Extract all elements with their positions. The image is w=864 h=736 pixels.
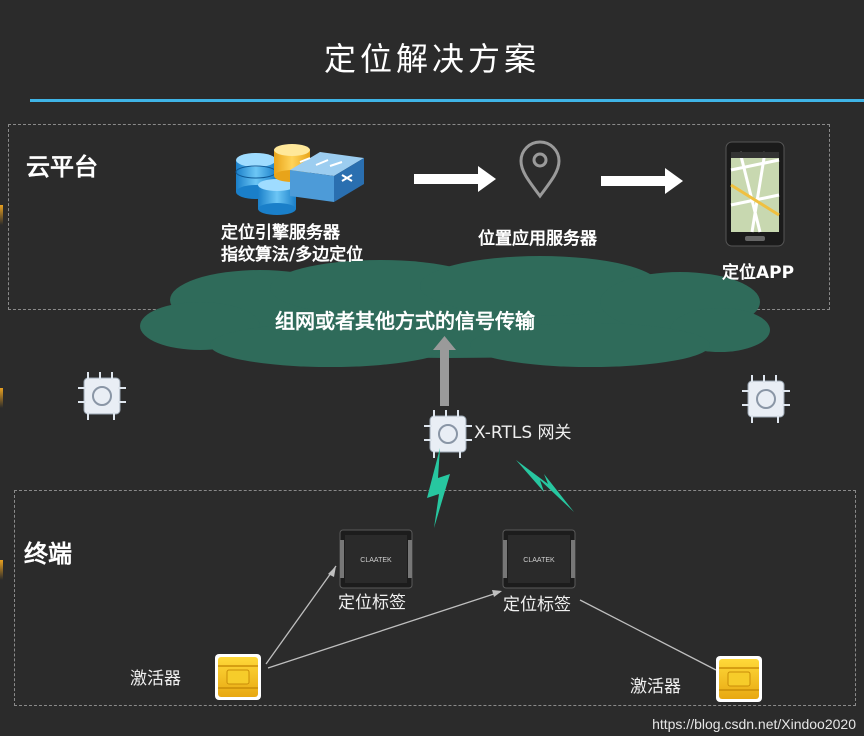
app-server-label: 位置应用服务器: [478, 229, 597, 249]
flow-arrow-icon: [601, 168, 683, 194]
activator-label: 激活器: [130, 669, 181, 689]
network-cloud: [140, 256, 770, 367]
signal-bolt-icon: [427, 448, 450, 528]
tag-brand-text: CLAATEK: [360, 557, 392, 564]
tag-label: 定位标签: [338, 593, 406, 613]
tag-brand-text: CLAATEK: [523, 557, 555, 564]
gateway-label: X-RTLS 网关: [474, 423, 572, 443]
activation-links: [265, 565, 717, 671]
gateway-device-icon: [424, 410, 472, 458]
engine-server-label: 定位引擎服务器: [221, 223, 340, 243]
location-tag-icon: CLAATEK: [339, 529, 413, 589]
uplink-arrow-icon: [433, 336, 456, 406]
app-label: 定位APP: [722, 263, 795, 283]
tag-label: 定位标签: [503, 595, 571, 615]
link-arrowhead: [492, 590, 502, 597]
smartphone-map-icon: [725, 141, 785, 247]
watermark: https://blog.csdn.net/Xindoo2020: [652, 716, 856, 732]
network-switch-icon: [290, 152, 364, 202]
activator-icon: [215, 654, 261, 700]
engine-server-sublabel: 指纹算法/多边定位: [221, 245, 364, 265]
cloud-platform-label: 云平台: [26, 153, 98, 181]
location-tag-icon: CLAATEK: [502, 529, 576, 589]
activator-label: 激活器: [630, 677, 681, 697]
title-underline: [30, 99, 864, 102]
edge-fragment: [0, 205, 3, 225]
link-arrowhead: [328, 566, 336, 577]
signal-bolt-icon: [516, 460, 574, 512]
terminal-label: 终端: [24, 540, 72, 568]
edge-fragment: [0, 560, 3, 580]
gateway-device-icon: [78, 372, 126, 420]
flow-arrow-icon: [414, 166, 496, 192]
gateway-device-icon: [742, 375, 790, 423]
page-title: 定位解决方案: [323, 40, 540, 78]
edge-fragment: [0, 388, 3, 408]
network-cloud-label: 组网或者其他方式的信号传输: [275, 309, 535, 333]
activator-icon: [716, 656, 762, 702]
location-pin-icon: [519, 140, 561, 199]
